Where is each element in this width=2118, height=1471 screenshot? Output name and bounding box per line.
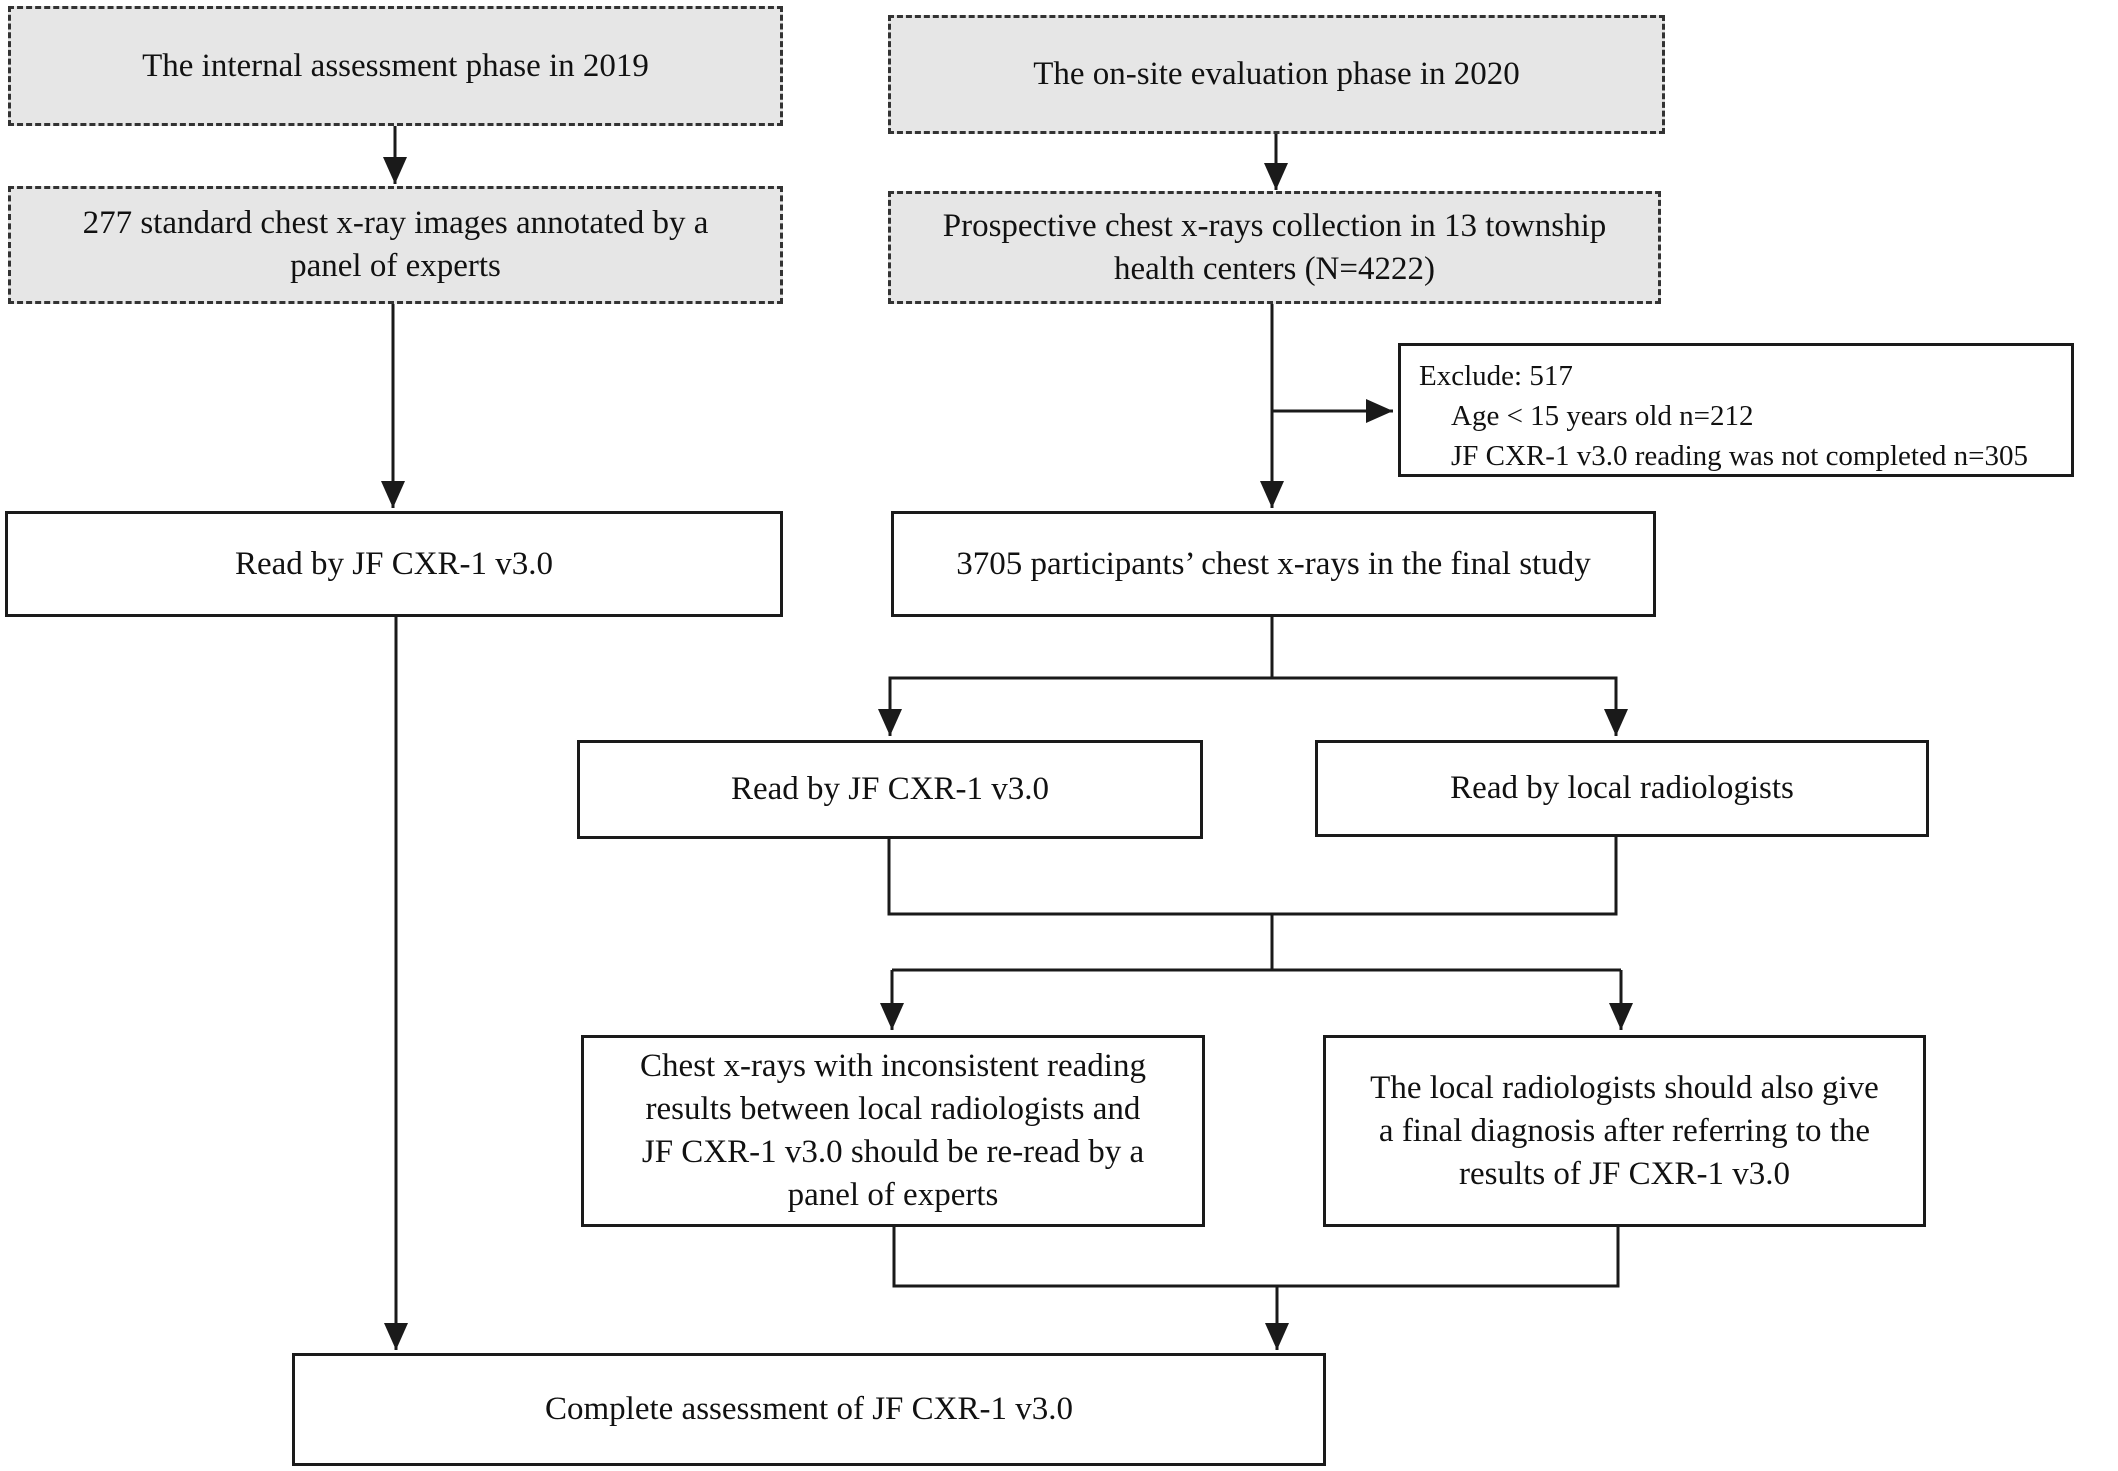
inconsistent-line-3: JF CXR-1 v3.0 should be re-read by a — [641, 1134, 1145, 1170]
inconsistent-line-2: results between local radiologists and — [645, 1091, 1141, 1127]
inconsistent-box: Chest x-rays with inconsistent reading r… — [581, 1035, 1205, 1227]
standard-images-line-1: 277 standard chest x-ray images annotate… — [82, 205, 709, 241]
inconsistent-line-1: Chest x-rays with inconsistent reading — [640, 1048, 1146, 1084]
phase-onsite-box: The on-site evaluation phase in 2020 — [888, 15, 1665, 134]
standard-images-line-2: panel of experts — [290, 248, 501, 284]
final-diagnosis-box: The local radiologists should also give … — [1323, 1035, 1926, 1227]
final-diagnosis-line-3: results of JF CXR-1 v3.0 — [1459, 1155, 1790, 1192]
exclude-age: Age < 15 years old n=212 — [1451, 400, 1754, 432]
complete-assessment-label: Complete assessment of JF CXR-1 v3.0 — [545, 1391, 1073, 1427]
phase-internal-box: The internal assessment phase in 2019 — [8, 6, 783, 126]
merge-readers — [887, 836, 1618, 916]
complete-assessment-box: Complete assessment of JF CXR-1 v3.0 — [292, 1353, 1326, 1466]
standard-images-box: 277 standard chest x-ray images annotate… — [8, 186, 783, 304]
collection-line-1: Prospective chest x-rays collection in 1… — [942, 207, 1607, 244]
ai-read-box: Read by JF CXR-1 v3.0 — [577, 740, 1203, 839]
split-readers — [888, 616, 1274, 732]
left-read-box: Read by JF CXR-1 v3.0 — [5, 511, 783, 617]
final-study-box: 3705 participants’ chest x-rays in the f… — [891, 511, 1656, 617]
left-read-label: Read by JF CXR-1 v3.0 — [234, 545, 554, 582]
collection-box: Prospective chest x-rays collection in 1… — [888, 191, 1661, 304]
exclude-title: Exclude: 517 — [1419, 360, 1573, 392]
inconsistent-line-4: panel of experts — [787, 1177, 999, 1213]
local-read-label: Read by local radiologists — [1450, 770, 1794, 806]
ai-read-label: Read by JF CXR-1 v3.0 — [730, 771, 1050, 807]
phase-onsite-label: The on-site evaluation phase in 2020 — [1033, 56, 1520, 92]
final-study-label: 3705 participants’ chest x-rays in the f… — [956, 545, 1591, 582]
exclude-box: Exclude: 517 Age < 15 years old n=212 JF… — [1398, 343, 2074, 477]
local-read-box: Read by local radiologists — [1315, 740, 1929, 837]
final-diagnosis-line-1: The local radiologists should also give — [1370, 1069, 1879, 1106]
phase-internal-label: The internal assessment phase in 2019 — [142, 47, 649, 84]
collection-line-2: health centers (N=4222) — [1114, 250, 1435, 287]
exclude-incomplete: JF CXR-1 v3.0 reading was not completed … — [1451, 440, 2028, 472]
merge-outcomes — [892, 1226, 1620, 1288]
final-diagnosis-line-2: a final diagnosis after referring to the — [1378, 1112, 1871, 1149]
